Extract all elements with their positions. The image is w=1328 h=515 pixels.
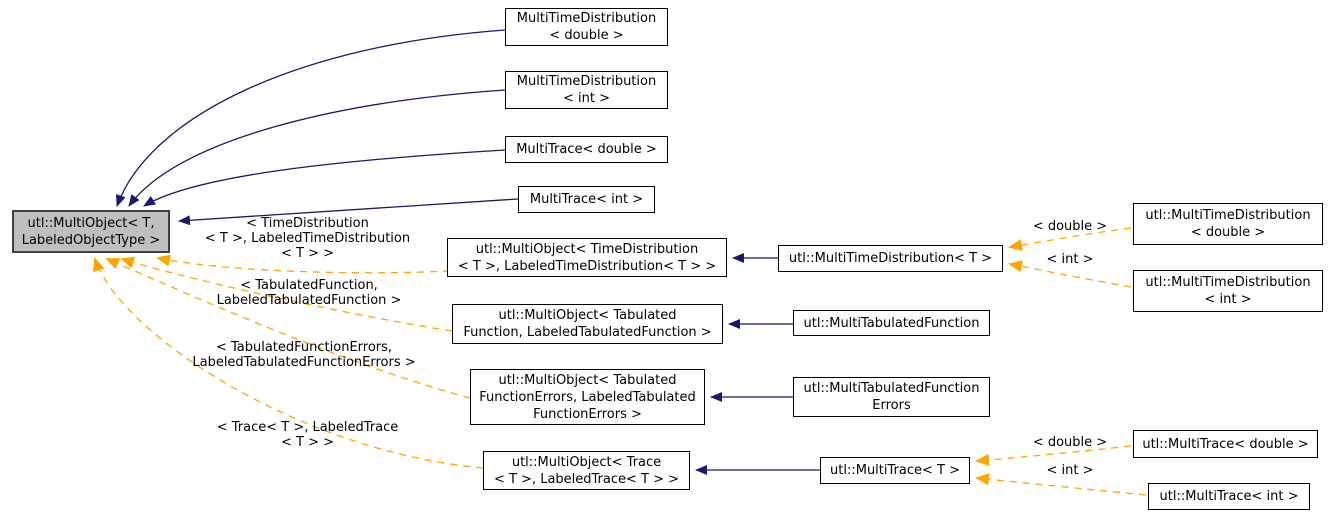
node-utl-multiobject-trace[interactable]: utl::MultiObject< Trace < T >, LabeledTr… — [483, 451, 690, 490]
edge-label-mt-int: < int > — [1046, 463, 1094, 478]
template-instantiation-arrows — [93, 227, 1147, 496]
edge-label-tabulatedfunctionerrors: < TabulatedFunctionErrors, LabeledTabula… — [192, 340, 416, 370]
node-utl-multiobject-tabulatedfunction[interactable]: utl::MultiObject< Tabulated Function, La… — [452, 304, 723, 344]
edge-label-trace: < Trace< T >, LabeledTrace < T > > — [216, 420, 399, 450]
node-utl-multitrace-int[interactable]: utl::MultiTrace< int > — [1148, 483, 1310, 510]
edge-label-timedistribution: < TimeDistribution < T >, LabeledTimeDis… — [204, 216, 411, 261]
node-multitimedistribution-double[interactable]: MultiTimeDistribution < double > — [505, 8, 668, 46]
node-utl-multitabulatedfunctionerrors[interactable]: utl::MultiTabulatedFunction Errors — [793, 377, 990, 417]
node-multitrace-double[interactable]: MultiTrace< double > — [505, 136, 668, 163]
edge-label-mtd-int: < int > — [1046, 252, 1094, 267]
node-utl-multitimedistribution-double[interactable]: utl::MultiTimeDistribution < double > — [1133, 203, 1323, 245]
edge-label-tabulatedfunction: < TabulatedFunction, LabeledTabulatedFun… — [216, 278, 402, 308]
node-multitrace-int[interactable]: MultiTrace< int > — [518, 186, 655, 213]
node-utl-multiobject-tabulatedfunctionerrors[interactable]: utl::MultiObject< Tabulated FunctionErro… — [470, 369, 705, 425]
node-utl-multiobject-base: utl::MultiObject< T, LabeledObjectType > — [12, 210, 170, 253]
node-utl-multitimedistribution-t[interactable]: utl::MultiTimeDistribution< T > — [778, 245, 1003, 272]
node-utl-multitrace-double[interactable]: utl::MultiTrace< double > — [1133, 430, 1318, 458]
node-utl-multitrace-t[interactable]: utl::MultiTrace< T > — [820, 457, 970, 484]
node-utl-multitabulatedfunction[interactable]: utl::MultiTabulatedFunction — [793, 310, 990, 336]
node-multitimedistribution-int[interactable]: MultiTimeDistribution < int > — [505, 71, 668, 109]
edge-label-mtd-double: < double > — [1032, 219, 1108, 234]
node-utl-multitimedistribution-int[interactable]: utl::MultiTimeDistribution < int > — [1133, 270, 1323, 312]
inheritance-arrows — [116, 29, 820, 475]
node-utl-multiobject-timedistribution[interactable]: utl::MultiObject< TimeDistribution < T >… — [447, 238, 727, 277]
edge-label-mt-double: < double > — [1032, 435, 1108, 450]
